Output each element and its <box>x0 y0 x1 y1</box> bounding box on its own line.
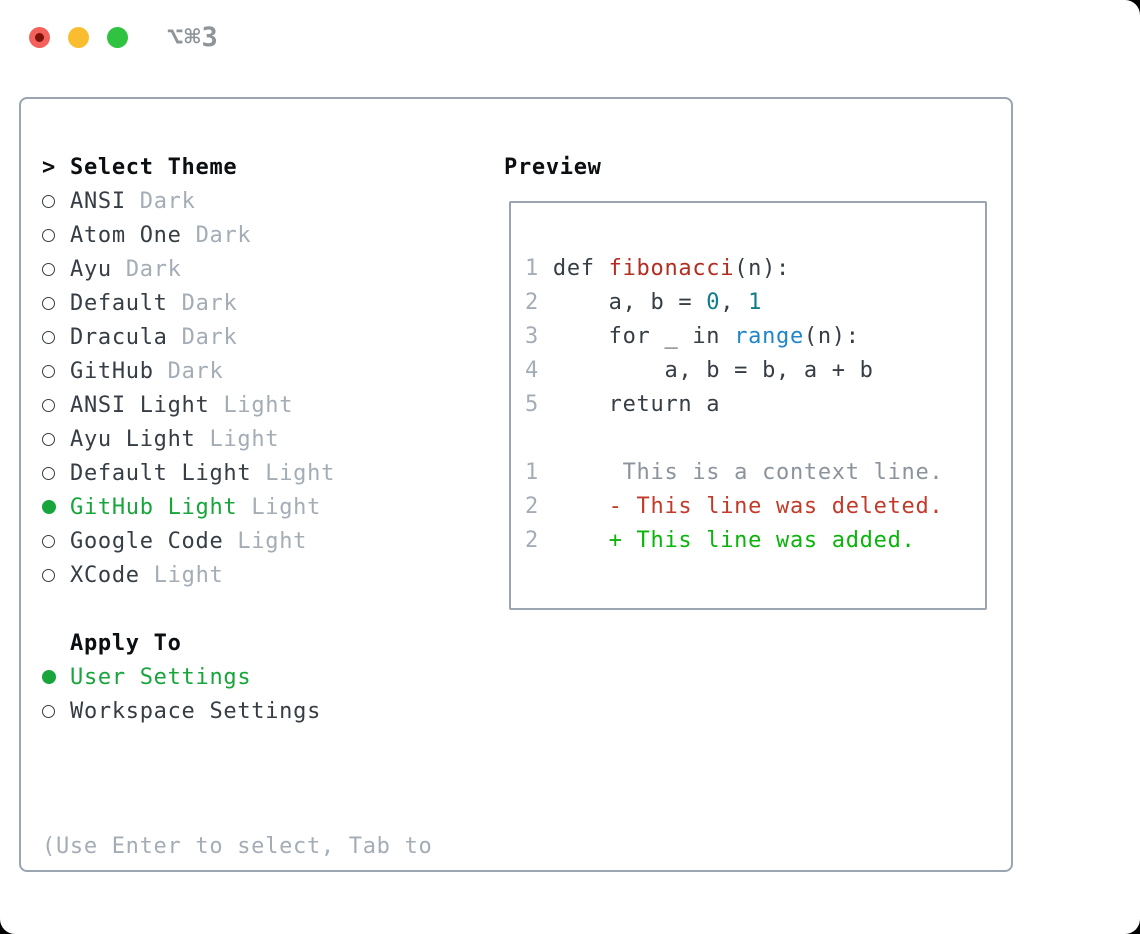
theme-option-default-light[interactable]: Default Light Light <box>42 456 432 490</box>
radio-icon <box>42 364 70 378</box>
preview-code-line: 2 a, b = 0, 1 <box>525 290 763 315</box>
theme-option-github-light[interactable]: GitHub Light Light <box>42 490 432 524</box>
radio-icon <box>42 534 70 548</box>
radio-icon <box>42 398 70 412</box>
option-label: ANSI <box>70 188 126 214</box>
preview-box: 1 def fibonacci(n): 2 a, b = 0, 1 3 for _ … <box>509 201 987 610</box>
option-label: GitHub <box>70 358 154 384</box>
variant-badge: Dark <box>195 222 252 248</box>
theme-option-ansi-light[interactable]: ANSI Light Light <box>42 388 432 422</box>
option-label: Ayu <box>70 256 112 282</box>
radio-icon <box>42 568 70 582</box>
theme-option-google-code[interactable]: Google Code Light <box>42 524 432 558</box>
zoom-button[interactable] <box>107 26 128 48</box>
variant-badge: Dark <box>181 290 238 316</box>
option-label: Google Code <box>70 528 224 554</box>
variant-badge: Dark <box>181 324 238 350</box>
apply-option-user-settings[interactable]: User Settings <box>42 660 432 694</box>
hint-line-1: (Use Enter to select, Tab to <box>42 834 433 859</box>
option-label: Atom One <box>70 222 182 248</box>
theme-option-ansi[interactable]: ANSI Dark <box>42 184 432 218</box>
radio-icon <box>42 466 70 480</box>
radio-icon <box>42 330 70 344</box>
titlebar: ⌥⌘3 <box>0 0 1140 74</box>
option-label: ANSI Light <box>70 392 210 418</box>
variant-badge: Light <box>153 562 224 588</box>
minimize-button[interactable] <box>68 26 89 48</box>
variant-badge: Light <box>237 528 308 554</box>
radio-icon <box>42 194 70 208</box>
radio-icon <box>42 262 70 276</box>
select-theme-label: Select Theme <box>70 154 238 180</box>
variant-badge: Light <box>209 426 280 452</box>
preview-blank-line <box>525 422 943 456</box>
theme-option-default[interactable]: Default Dark <box>42 286 432 320</box>
theme-option-ayu[interactable]: Ayu Dark <box>42 252 432 286</box>
theme-option-xcode[interactable]: XCode Light <box>42 558 432 592</box>
variant-badge: Dark <box>139 188 196 214</box>
close-button[interactable] <box>29 26 50 48</box>
option-label: Default <box>70 290 168 316</box>
radio-icon <box>42 228 70 242</box>
variant-badge: Light <box>223 392 294 418</box>
variant-badge: Light <box>265 460 336 486</box>
option-label: User Settings <box>70 664 252 690</box>
section-gap <box>42 592 432 626</box>
apply-to-header: Apply To <box>42 626 432 660</box>
variant-badge: Light <box>251 494 322 520</box>
window-title: ⌥⌘3 <box>167 21 219 53</box>
option-label: XCode <box>70 562 140 588</box>
select-theme-header: > Select Theme <box>42 150 432 184</box>
apply-to-label: Apply To <box>70 630 182 656</box>
option-label: Dracula <box>70 324 168 350</box>
radio-icon <box>42 296 70 310</box>
preview-code-line: 2 + This line was added. <box>525 528 916 553</box>
hint-text: (Use Enter to select, Tab to change focu… <box>42 762 432 934</box>
option-label: GitHub Light <box>70 494 238 520</box>
radio-icon <box>42 432 70 446</box>
option-label: Ayu Light <box>70 426 196 452</box>
section-gap <box>42 728 432 762</box>
preview-code-line: 1 This is a context line. <box>525 460 944 485</box>
variant-badge: Dark <box>125 256 182 282</box>
theme-option-dracula[interactable]: Dracula Dark <box>42 320 432 354</box>
preview-code-line: 3 for _ in range(n): <box>525 324 860 349</box>
preview-header: Preview <box>504 154 602 180</box>
preview-code-line: 5 return a <box>525 392 721 417</box>
apply-option-workspace-settings[interactable]: Workspace Settings <box>42 694 432 728</box>
selected-radio-icon <box>42 670 70 684</box>
option-label: Default Light <box>70 460 252 486</box>
preview-code-line: 2 - This line was deleted. <box>525 494 944 519</box>
preview-code: 1 def fibonacci(n): 2 a, b = 0, 1 3 for _ … <box>525 252 943 558</box>
unsaved-dot-icon <box>35 32 44 42</box>
preview-code-line: 4 a, b = b, a + b <box>525 358 874 383</box>
focus-caret-icon: > <box>42 154 56 180</box>
selected-radio-icon <box>42 500 70 514</box>
option-label: Workspace Settings <box>70 698 322 724</box>
radio-icon <box>42 704 70 718</box>
variant-badge: Dark <box>167 358 224 384</box>
theme-option-ayu-light[interactable]: Ayu Light Light <box>42 422 432 456</box>
theme-option-github[interactable]: GitHub Dark <box>42 354 432 388</box>
preview-code-line: 1 def fibonacci(n): <box>525 256 790 281</box>
theme-option-atom-one[interactable]: Atom One Dark <box>42 218 432 252</box>
